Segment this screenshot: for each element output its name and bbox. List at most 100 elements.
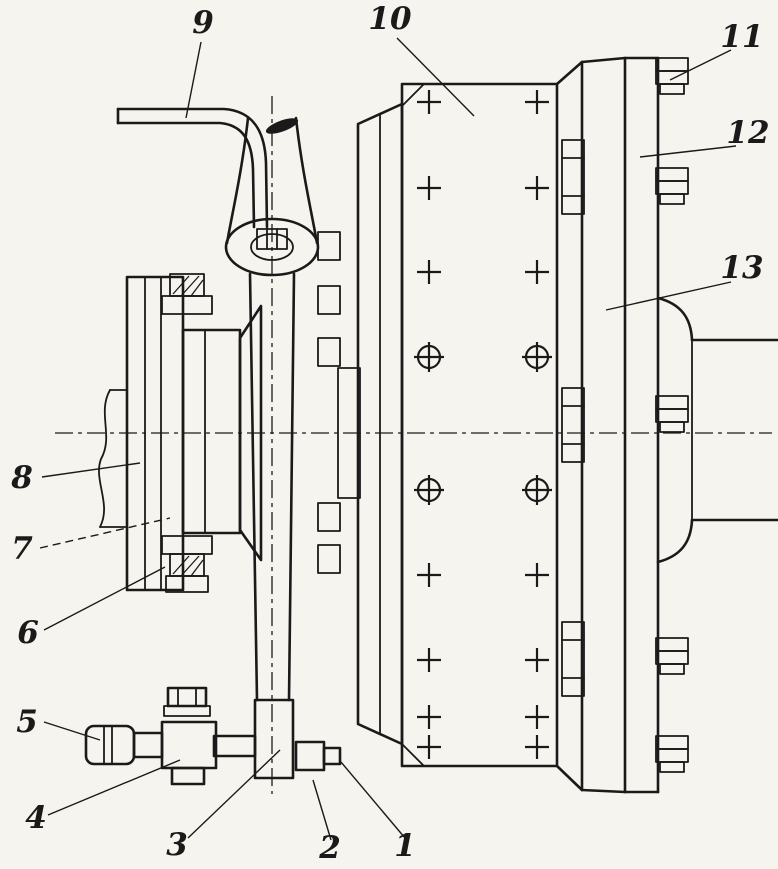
leader-line-7 bbox=[39, 517, 171, 549]
left-shaft-break bbox=[98, 389, 128, 528]
lever-boss-bore bbox=[250, 233, 294, 261]
callout-label-5: 5 bbox=[16, 704, 38, 740]
break-line bbox=[98, 389, 111, 528]
drum-chamfer bbox=[401, 743, 425, 767]
leader-line-8 bbox=[41, 462, 141, 478]
callout-leader-lines bbox=[39, 37, 737, 841]
callout-label-12: 12 bbox=[726, 115, 769, 151]
rivet-mark bbox=[417, 648, 441, 672]
cover-bolt bbox=[655, 57, 689, 72]
shaft-fillet bbox=[656, 296, 694, 342]
adjuster-bolt-head bbox=[294, 740, 326, 772]
boss-nut bbox=[256, 228, 288, 250]
hub-body bbox=[181, 328, 242, 535]
callout-label-13: 13 bbox=[720, 250, 763, 286]
lever-foot bbox=[253, 698, 295, 780]
release-lever bbox=[116, 107, 320, 780]
leader-line-3 bbox=[187, 749, 281, 839]
hatch-line bbox=[172, 275, 190, 295]
rivet-mark bbox=[525, 563, 549, 587]
plate-edge bbox=[555, 764, 584, 792]
spring-seat bbox=[317, 544, 341, 574]
rivet-mark bbox=[525, 735, 549, 759]
leader-line-1 bbox=[340, 761, 406, 839]
callout-label-2: 2 bbox=[318, 830, 341, 866]
rivet-mark bbox=[417, 563, 441, 587]
spring-seat bbox=[317, 337, 341, 367]
callout-label-7: 7 bbox=[11, 531, 33, 567]
spring-seat bbox=[317, 285, 341, 315]
cover-plates bbox=[555, 56, 660, 794]
cover-bolt bbox=[655, 748, 689, 763]
pressure-cone bbox=[238, 304, 263, 562]
rivet-mark bbox=[525, 705, 549, 729]
hatch-line bbox=[190, 559, 204, 577]
plate-edge bbox=[555, 60, 584, 86]
callout-label-3: 3 bbox=[166, 827, 188, 863]
plate-edge bbox=[580, 56, 627, 64]
rivet-mark bbox=[525, 90, 549, 114]
leader-line-10 bbox=[396, 37, 475, 117]
fitting-body bbox=[84, 724, 136, 766]
callout-label-1: 1 bbox=[394, 828, 416, 864]
spring-seat bbox=[317, 231, 341, 261]
cover-bolt bbox=[655, 637, 689, 652]
adjuster-bolt-tip bbox=[322, 746, 342, 766]
drum-outline bbox=[400, 82, 559, 768]
cover-bolt bbox=[659, 761, 685, 773]
leader-line-6 bbox=[43, 566, 166, 631]
cover-bolt bbox=[655, 735, 689, 750]
rivet-mark bbox=[417, 735, 441, 759]
clevis-bolt-nut bbox=[170, 766, 206, 786]
shaft-fillet bbox=[656, 518, 694, 564]
bolt-hole-mark bbox=[414, 475, 444, 505]
hatch-line bbox=[172, 555, 190, 575]
adjuster-bolt bbox=[294, 740, 342, 772]
callout-label-4: 4 bbox=[25, 800, 47, 836]
rivet-mark bbox=[525, 176, 549, 200]
leader-line-2 bbox=[312, 779, 332, 841]
spring-seats bbox=[317, 231, 361, 574]
hatch-line bbox=[180, 555, 200, 577]
rivet-mark bbox=[417, 705, 441, 729]
left-flange-assembly bbox=[125, 273, 263, 593]
bolt-hole-mark bbox=[522, 475, 552, 505]
bell-left-edge bbox=[225, 116, 250, 245]
plate-edge bbox=[580, 788, 627, 794]
drum-fastener-marks bbox=[414, 90, 552, 759]
leader-line-4 bbox=[47, 759, 181, 816]
bolt-hole-mark bbox=[414, 342, 444, 372]
cover-bolt bbox=[655, 167, 689, 182]
oil-tube-mouth bbox=[265, 118, 299, 134]
top-bolt-head bbox=[161, 295, 213, 315]
leader-line-11 bbox=[669, 49, 732, 81]
hatch-line bbox=[180, 275, 200, 297]
rivet-mark bbox=[417, 90, 441, 114]
cover-bolts bbox=[655, 57, 689, 773]
cover-bolt bbox=[659, 193, 685, 205]
fitting-stem bbox=[132, 731, 164, 759]
leader-line-5 bbox=[43, 721, 101, 741]
output-shaft bbox=[656, 296, 778, 564]
cover-bolt bbox=[659, 83, 685, 95]
bolt-hole-mark bbox=[522, 342, 552, 372]
callout-label-8: 8 bbox=[10, 460, 33, 496]
cover-bolt bbox=[659, 421, 685, 433]
cover-bolt bbox=[655, 650, 689, 665]
drum-chamfer bbox=[401, 83, 425, 107]
thrust-plate bbox=[337, 367, 361, 499]
cover-bolt bbox=[655, 180, 689, 195]
centerlines bbox=[55, 96, 772, 794]
clevis-bolt-washer bbox=[163, 705, 211, 717]
clevis-block bbox=[160, 720, 218, 770]
lever-arm-left-edge bbox=[248, 272, 259, 702]
leader-line-12 bbox=[639, 145, 737, 158]
spring-seat bbox=[317, 502, 341, 532]
clevis-bolt-head bbox=[166, 686, 208, 708]
lever-arm-right-edge bbox=[287, 272, 296, 702]
leader-line-9 bbox=[185, 41, 202, 119]
link-rod bbox=[212, 734, 257, 758]
pressure-plate-block bbox=[356, 102, 404, 746]
spring-clip bbox=[561, 387, 585, 463]
